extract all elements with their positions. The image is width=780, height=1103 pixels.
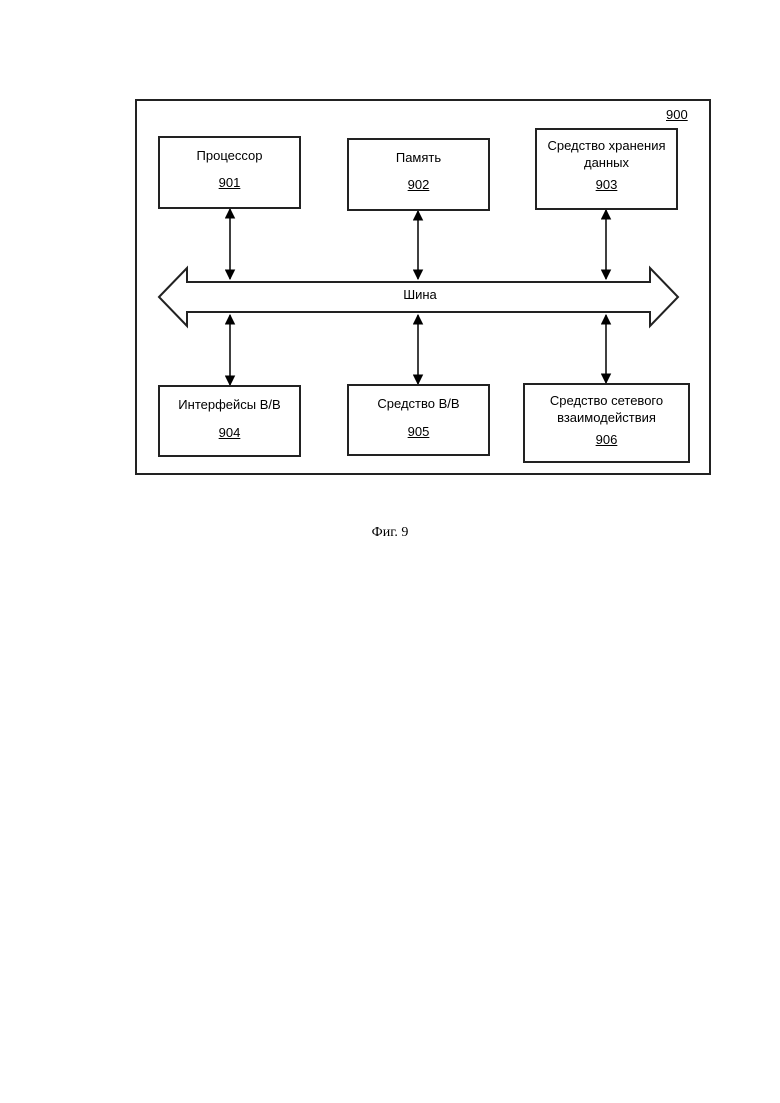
block-ref: 905: [349, 423, 488, 440]
block-storage: Средство хранения данных 903: [535, 128, 678, 210]
block-memory: Память 902: [347, 138, 490, 211]
block-label: Память: [349, 149, 488, 166]
block-label: Средство сетевого взаимодействия: [531, 392, 682, 426]
block-label: Средство В/В: [349, 395, 488, 412]
block-io-device: Средство В/В 905: [347, 384, 490, 456]
block-network: Средство сетевого взаимодействия 906: [523, 383, 690, 463]
block-io-interfaces: Интерфейсы В/В 904: [158, 385, 301, 457]
block-processor: Процессор 901: [158, 136, 301, 209]
block-ref: 904: [160, 424, 299, 441]
block-label: Интерфейсы В/В: [160, 396, 299, 413]
block-ref: 906: [531, 431, 682, 448]
block-ref: 903: [545, 176, 668, 193]
block-ref: 901: [160, 174, 299, 191]
block-label: Процессор: [160, 147, 299, 164]
bus-label: Шина: [380, 287, 460, 302]
block-ref: 902: [349, 176, 488, 193]
figure-caption: Фиг. 9: [0, 525, 780, 541]
block-label: Средство хранения данных: [545, 137, 668, 171]
